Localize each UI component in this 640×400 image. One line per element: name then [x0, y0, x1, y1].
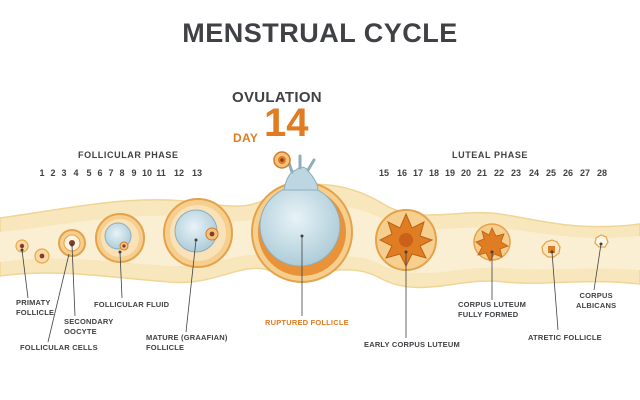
mature-follicle	[163, 198, 233, 268]
label-corpus-albicans: CORPUS ALBICANS	[576, 291, 617, 310]
follicular-day-number: 1	[39, 168, 45, 178]
label-atretic-follicle: ATRETIC FOLLICLE	[528, 333, 602, 342]
luteal-day-number: 25	[545, 168, 556, 178]
early-corpus-luteum	[375, 209, 437, 271]
follicular-day-number: 2	[50, 168, 56, 178]
leader-dots	[20, 234, 603, 254]
label-corpus-luteum-formed: CORPUS LUTEUM FULLY FORMED	[458, 300, 527, 319]
follicular-day-number: 4	[73, 168, 79, 178]
label-secondary-oocyte: SECONDARY OOCYTE	[64, 317, 114, 336]
label-early-corpus-luteum: EARLY CORPUS LUTEUM	[364, 340, 460, 349]
label-mature-follicle: MATURE (GRAAFIAN) FOLLICLE	[146, 333, 228, 352]
follicular-day-number: 10	[141, 168, 152, 178]
luteal-day-number: 20	[460, 168, 471, 178]
follicular-day-number: 5	[86, 168, 92, 178]
luteal-day-number: 26	[562, 168, 573, 178]
follicular-day-number: 11	[156, 168, 166, 178]
corpus-luteum-formed	[473, 223, 511, 262]
label-follicular-fluid: FOLLICULAR FLUID	[94, 300, 170, 309]
luteal-day-number: 23	[510, 168, 521, 178]
page-title: MENSTRUAL CYCLE	[182, 18, 458, 48]
follicular-day-number: 13	[191, 168, 202, 178]
follicular-day-number: 6	[97, 168, 103, 178]
luteal-day-number: 16	[396, 168, 407, 178]
follicular-phase-label: FOLLICULAR PHASE	[78, 150, 179, 160]
antral-follicle	[95, 213, 145, 263]
ovulation-day-number: 14	[264, 101, 309, 145]
follicular-day-number: 3	[61, 168, 67, 178]
follicular-day-number: 9	[131, 168, 137, 178]
luteal-day-number: 22	[493, 168, 504, 178]
luteal-day-number: 15	[378, 168, 389, 178]
luteal-day-number: 18	[428, 168, 439, 178]
follicular-day-number: 7	[108, 168, 114, 178]
secondary-follicle	[58, 229, 86, 257]
luteal-day-number: 21	[476, 168, 487, 178]
follicular-day-number: 8	[119, 168, 125, 178]
ovulation-label: OVULATION	[232, 89, 322, 106]
corpus-albicans	[594, 234, 609, 248]
label-follicular-cells: FOLLICULAR CELLS	[20, 343, 98, 352]
luteal-day-number: 24	[528, 168, 539, 178]
ruptured-follicle	[251, 151, 353, 283]
ovulation-day-prefix: DAY	[233, 131, 259, 145]
luteal-day-number: 28	[596, 168, 607, 178]
primary-follicles	[15, 239, 50, 264]
follicular-day-number: 12	[173, 168, 184, 178]
luteal-phase-label: LUTEAL PHASE	[452, 150, 529, 160]
label-primary-follicle: PRIMATY FOLLICLE	[16, 298, 55, 317]
luteal-day-number: 19	[444, 168, 455, 178]
luteal-day-number: 17	[412, 168, 423, 178]
label-ruptured-follicle: RUPTURED FOLLICLE	[265, 318, 349, 327]
luteal-day-number: 27	[579, 168, 590, 178]
atretic-follicle	[541, 239, 561, 258]
leader-lines	[21, 236, 602, 343]
